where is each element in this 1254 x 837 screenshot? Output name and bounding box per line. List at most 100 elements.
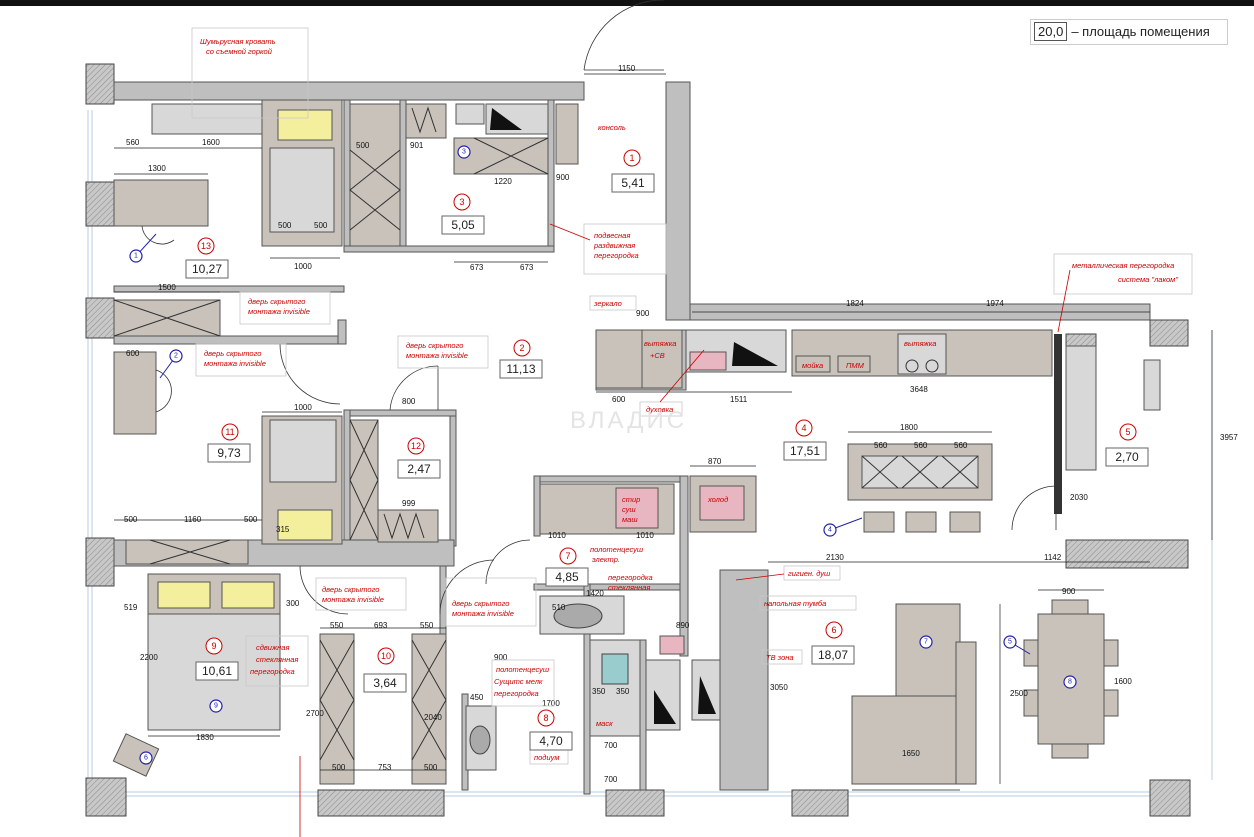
- dim-1830: 1830: [196, 733, 214, 742]
- room-area: 2,70: [1115, 450, 1139, 464]
- dim-753: 753: [378, 763, 392, 772]
- room-area: 4,70: [539, 734, 563, 748]
- room-area-box: [397, 459, 441, 479]
- room-number-badge: [623, 149, 641, 167]
- room-number-badge: [537, 709, 555, 727]
- dim-1600: 1600: [202, 138, 220, 147]
- furniture-marker: 5: [1003, 635, 1031, 655]
- room-number: 13: [201, 241, 211, 251]
- dim-1220: 1220: [494, 177, 512, 186]
- marker-number: 9: [214, 703, 218, 710]
- furniture-marker: 8: [1063, 675, 1077, 689]
- room-number: 2: [519, 343, 524, 353]
- room-area-box: [611, 173, 655, 193]
- dim-2700: 2700: [306, 709, 324, 718]
- dim-900f: 900: [1062, 587, 1076, 596]
- note-metal-1: металлическая перегородка: [1072, 261, 1174, 270]
- dim-500h: 500: [424, 763, 438, 772]
- room-area: 2,47: [407, 462, 431, 476]
- dim-673b: 673: [520, 263, 534, 272]
- note-door-13-b: монтажа invisible: [248, 307, 310, 316]
- dim-560c: 560: [954, 441, 968, 450]
- room-area-box: [441, 215, 485, 235]
- room-area: 18,07: [818, 648, 848, 662]
- note-door-12-a: дверь скрытого: [406, 341, 463, 350]
- note-glass-2: стеклянная: [256, 655, 298, 664]
- label-dryer: суш: [622, 505, 636, 514]
- room-area: 5,41: [621, 176, 645, 190]
- note-door-7-a: дверь скрытого: [452, 599, 509, 608]
- dim-1700: 1700: [542, 699, 560, 708]
- note-door-9-a: дверь скрытого: [322, 585, 379, 594]
- marker-circle: [457, 145, 471, 159]
- dim-519: 519: [124, 603, 138, 612]
- room-number-badge: [221, 423, 239, 441]
- room-area-box: [529, 731, 573, 751]
- dim-3957: 3957: [1220, 433, 1238, 442]
- marker-number: 2: [174, 353, 178, 360]
- dim-560b: 560: [914, 441, 928, 450]
- dim-350b: 350: [616, 687, 630, 696]
- dim-700a: 700: [604, 741, 618, 750]
- note-door-9-b: монтажа invisible: [322, 595, 384, 604]
- room-12: 122,47: [397, 437, 441, 479]
- room-number: 8: [543, 713, 548, 723]
- note-towel-1: полотенцесуш: [590, 545, 644, 554]
- dim-500b: 500: [278, 221, 292, 230]
- marker-number: 6: [144, 755, 148, 762]
- room-number-badge: [407, 437, 425, 455]
- room-number: 9: [211, 641, 216, 651]
- dim-3050: 3050: [770, 683, 788, 692]
- room-3: 35,05: [441, 193, 485, 235]
- room-10: 103,64: [363, 647, 407, 693]
- room-9: 910,61: [195, 637, 239, 681]
- marker-circle: [1003, 635, 1017, 649]
- dim-693: 693: [374, 621, 388, 630]
- dim-900d: 900: [636, 309, 650, 318]
- dim-2130: 2130: [826, 553, 844, 562]
- room-number: 1: [629, 153, 634, 163]
- marker-circle: [139, 751, 153, 765]
- label-dishwasher: ПММ: [846, 361, 865, 370]
- marker-number: 3: [462, 149, 466, 156]
- dim-550a: 550: [330, 621, 344, 630]
- note-mirror: зеркало: [593, 299, 622, 308]
- room-5: 52,70: [1105, 423, 1149, 467]
- note-partition-1: подвесная: [594, 231, 630, 240]
- room-area-box: [195, 661, 239, 681]
- note-stekl-1: перегородка: [608, 573, 653, 582]
- note-mask: маск: [596, 719, 613, 728]
- dim-1000b: 1000: [294, 403, 312, 412]
- legend-frame: [1030, 19, 1228, 45]
- room-area-box: [207, 443, 251, 463]
- note-door-7-b: монтажа invisible: [452, 609, 514, 618]
- note-tv-zone: ТВ зона: [766, 653, 794, 662]
- dim-1974: 1974: [986, 299, 1004, 308]
- room-12-closet: [349, 419, 439, 543]
- room-number: 7: [565, 551, 570, 561]
- room-number-badge: [513, 339, 531, 357]
- dim-1300: 1300: [148, 164, 166, 173]
- label-sink: мойка: [802, 361, 823, 370]
- room-number: 5: [1125, 427, 1130, 437]
- note-door-11-b: монтажа invisible: [204, 359, 266, 368]
- dim-1824: 1824: [846, 299, 864, 308]
- dim-890: 890: [676, 621, 690, 630]
- dim-673a: 673: [470, 263, 484, 272]
- room-number: 3: [459, 197, 464, 207]
- room-area-box: [783, 441, 827, 461]
- watermark: ВЛАДИС: [570, 407, 687, 434]
- dim-450: 450: [470, 693, 484, 702]
- kitchen-island: [847, 443, 993, 533]
- room-area: 11,13: [506, 362, 535, 376]
- living-room: [851, 599, 1119, 785]
- room-number: 10: [381, 651, 391, 661]
- room-2: 211,13: [499, 339, 543, 379]
- furniture-marker: 3: [457, 145, 471, 159]
- marker-number: 7: [924, 639, 928, 646]
- marker-number: 5: [1008, 639, 1012, 646]
- room-7: 74,85: [545, 547, 589, 587]
- note-partition-3: перегородка: [594, 251, 639, 260]
- note-glass-3: перегородка: [250, 667, 295, 676]
